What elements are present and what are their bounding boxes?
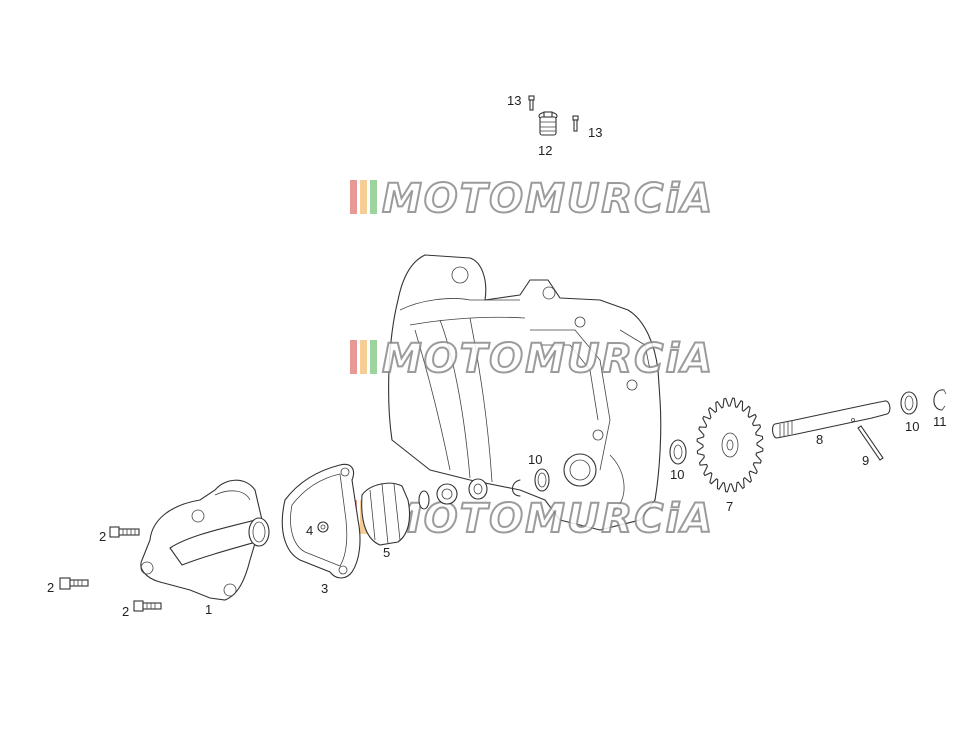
label-part-2: 2 — [122, 604, 129, 619]
part-2-bolt-upper — [109, 526, 140, 538]
label-part-9: 9 — [862, 453, 869, 468]
watermark-logo-top: MOTOMURCiA — [350, 175, 714, 223]
part-1-pump-cover — [140, 479, 270, 601]
watermark-logo-middle: MOTOMURCiA — [350, 335, 714, 383]
bearing-2 — [468, 478, 488, 500]
part-13-screw-left — [528, 95, 535, 111]
label-part-7: 7 — [726, 499, 733, 514]
engine-crankcase — [388, 254, 662, 531]
circlip-1 — [511, 479, 521, 497]
watermark-text: MOTOMURCiA — [382, 176, 714, 222]
part-4-screw — [317, 521, 329, 533]
part-10-washer-b — [669, 439, 687, 465]
label-part-13: 13 — [507, 93, 521, 108]
label-part-2: 2 — [99, 529, 106, 544]
watermark-text: MOTOMURCiA — [382, 496, 714, 542]
seal-ring-1 — [418, 490, 430, 510]
part-13-screw-right — [572, 115, 579, 132]
part-2-bolt-middle — [59, 577, 89, 590]
watermark-text: MOTOMURCiA — [382, 336, 714, 382]
label-part-11: 11 — [933, 414, 947, 429]
part-2-bolt-lower — [133, 600, 162, 612]
part-10-washer-a — [534, 468, 550, 492]
label-part-2: 2 — [47, 580, 54, 595]
label-part-10: 10 — [528, 452, 542, 467]
label-part-3: 3 — [321, 581, 328, 596]
part-3-gasket — [281, 463, 361, 579]
watermark-logo-bottom: MOTOMURCiA — [350, 495, 714, 543]
part-7-gear — [696, 397, 764, 493]
part-12-thermostat — [538, 111, 558, 136]
label-part-4: 4 — [306, 523, 313, 538]
label-part-5: 5 — [383, 545, 390, 560]
label-part-13: 13 — [588, 125, 602, 140]
bearing-1 — [436, 483, 458, 505]
part-8-shaft — [772, 400, 891, 439]
part-11-circlip — [933, 389, 947, 411]
label-part-1: 1 — [205, 602, 212, 617]
part-5-impeller — [361, 482, 411, 546]
label-part-10: 10 — [670, 467, 684, 482]
part-9-pin — [857, 425, 884, 461]
label-part-10: 10 — [905, 419, 919, 434]
part-10-washer-c — [900, 391, 918, 415]
label-part-12: 12 — [538, 143, 552, 158]
label-part-8: 8 — [816, 432, 823, 447]
